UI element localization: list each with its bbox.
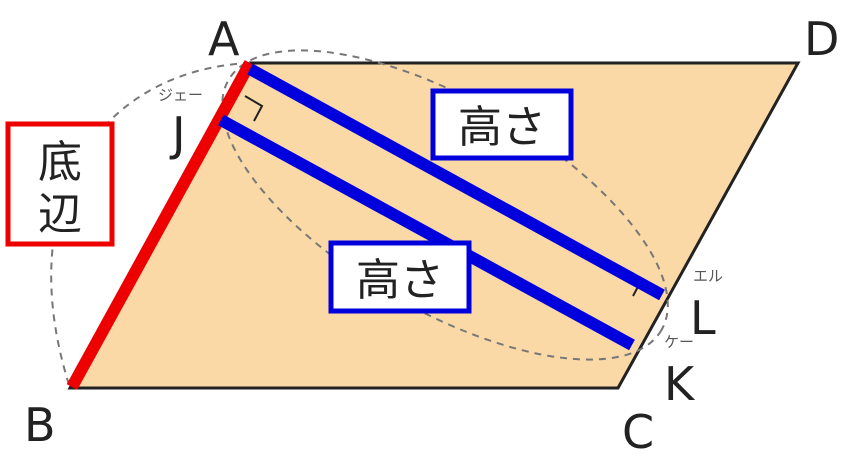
height-label-upper: 高さ <box>458 102 546 153</box>
point-label-k: K <box>664 357 696 411</box>
height-label-lower: 高さ <box>356 255 444 306</box>
height-line-al <box>247 63 665 301</box>
point-label-j: J <box>169 107 186 161</box>
point-label-c: C <box>622 405 654 459</box>
height-label-box-lower <box>328 240 472 314</box>
point-label-l: L <box>690 291 716 345</box>
base-line-ab <box>66 60 256 390</box>
reading-l: エル <box>693 267 723 285</box>
point-label-d: D <box>804 12 839 66</box>
base-label-line1: 底 <box>38 137 82 188</box>
reading-k: ケー <box>664 333 694 351</box>
height-line-jk <box>218 114 635 351</box>
base-label-box <box>5 121 115 247</box>
base-label-line2: 辺 <box>38 189 82 240</box>
right-angle-mark-j <box>244 95 264 122</box>
point-label-a: A <box>208 12 240 66</box>
height-label-box-upper <box>430 88 574 161</box>
reading-j: ジェー <box>158 86 203 104</box>
point-label-b: B <box>24 398 56 452</box>
